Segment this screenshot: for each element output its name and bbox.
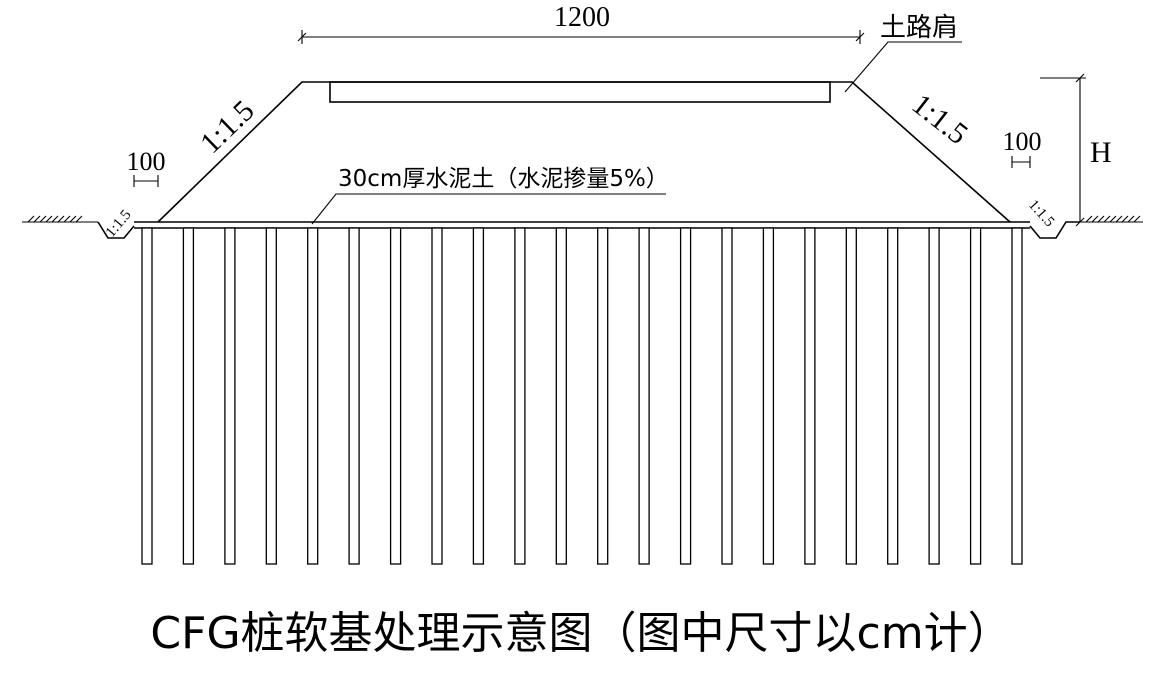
cfg-pile bbox=[928, 227, 940, 565]
cfg-pile bbox=[679, 227, 692, 565]
cfg-pile bbox=[265, 227, 277, 565]
cfg-pile bbox=[845, 227, 857, 565]
top-width-dimension bbox=[297, 30, 865, 44]
berm-right-dimension bbox=[1011, 156, 1031, 168]
cfg-pile bbox=[348, 227, 360, 565]
cfg-pile bbox=[887, 227, 899, 565]
diagram-title: CFG桩软基处理示意图（图中尺寸以cm计） bbox=[150, 608, 1011, 659]
cfg-pile bbox=[141, 227, 153, 565]
pavement-layer bbox=[329, 81, 831, 103]
cfg-pile bbox=[182, 227, 195, 565]
cfg-pile bbox=[224, 227, 236, 565]
ditch-right bbox=[1029, 221, 1080, 239]
shoulder-label: 土路肩 bbox=[880, 13, 958, 43]
slope-right-label: 1:1.5 bbox=[906, 88, 974, 151]
slope-left-label: 1:1.5 bbox=[194, 94, 261, 160]
cfg-pile bbox=[762, 227, 775, 565]
cfg-pile bbox=[514, 227, 526, 565]
cfg-pile bbox=[1011, 227, 1023, 565]
shoulder-leader bbox=[844, 41, 962, 93]
ground-hatch-left bbox=[22, 215, 98, 223]
cfg-pile bbox=[389, 227, 402, 565]
cfg-piles bbox=[141, 227, 1023, 565]
cfg-pile bbox=[804, 227, 816, 565]
ditch-slope-left-label: 1:1.5 bbox=[103, 207, 135, 241]
ditch-left bbox=[97, 221, 135, 239]
top-width-label: 1200 bbox=[554, 2, 610, 33]
ditch-slope-right-label: 1:1.5 bbox=[1025, 197, 1057, 230]
embankment-outline bbox=[157, 81, 1011, 223]
cfg-pile bbox=[638, 227, 650, 565]
cfg-pile bbox=[555, 227, 567, 565]
cfg-pile bbox=[472, 227, 485, 565]
cushion-leader bbox=[311, 193, 666, 225]
ground-hatch-right bbox=[1080, 215, 1143, 223]
berm-right-label: 100 bbox=[1003, 127, 1042, 156]
cushion-label: 30cm厚水泥土（水泥掺量5%） bbox=[338, 166, 669, 192]
cfg-pile bbox=[721, 227, 733, 565]
cfg-pile bbox=[597, 227, 609, 565]
berm-left-dimension bbox=[133, 175, 159, 187]
cfg-pile bbox=[969, 227, 982, 565]
cfg-pile bbox=[431, 227, 443, 565]
height-label: H bbox=[1090, 136, 1112, 169]
cfg-pile bbox=[307, 227, 319, 565]
berm-left-label: 100 bbox=[127, 147, 166, 176]
height-dimension bbox=[1040, 73, 1086, 227]
